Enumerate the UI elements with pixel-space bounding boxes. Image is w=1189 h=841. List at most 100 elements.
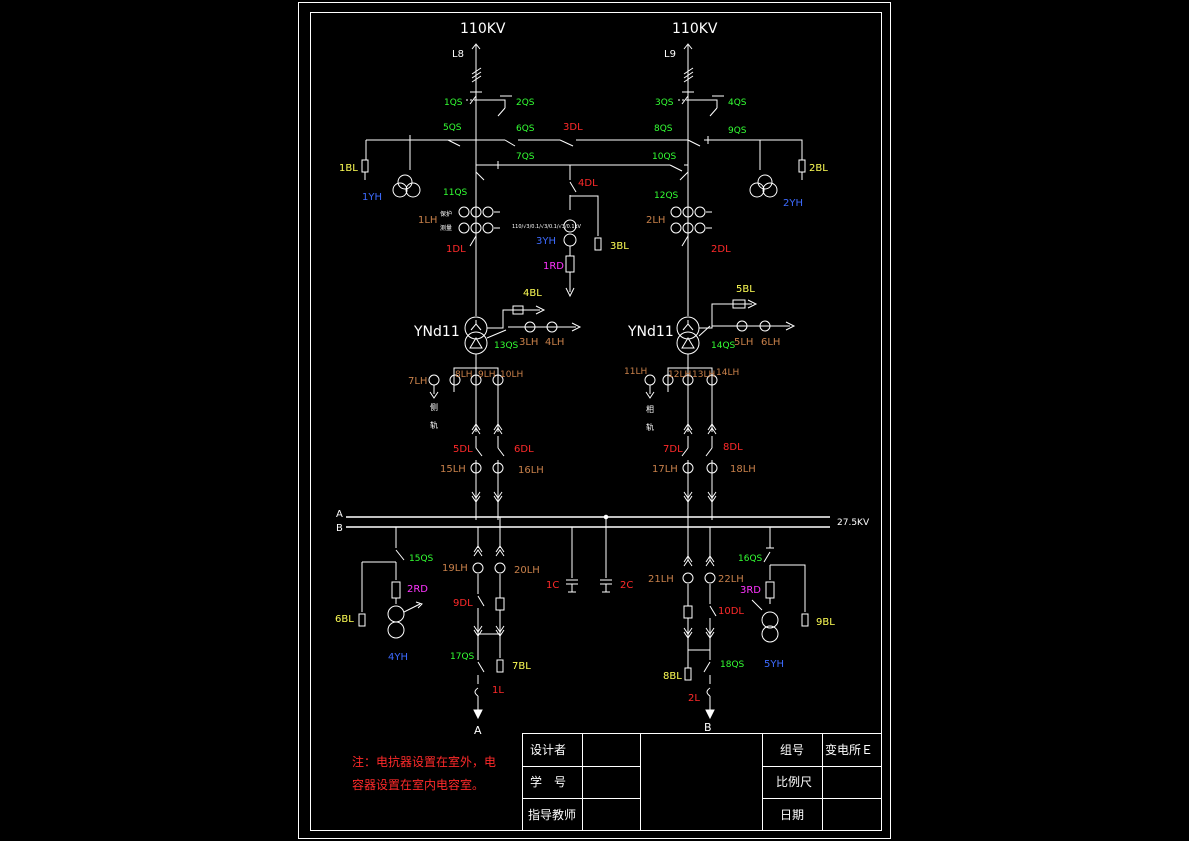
- ct-2lh-group: [670, 190, 712, 280]
- bus-a-label: A: [336, 509, 343, 520]
- vt-3yh-branch: [563, 165, 599, 298]
- label-7dl: 7DL: [663, 444, 683, 455]
- label-4lh: 4LH: [545, 337, 564, 348]
- fuse-3bl: [594, 237, 602, 251]
- label-14lh: 14LH: [716, 368, 739, 378]
- label-7qs: 7QS: [516, 152, 535, 162]
- label-3dl: 3DL: [563, 122, 583, 133]
- label-tx-right: YNd11: [627, 324, 674, 340]
- label-12lh: 12LH: [668, 370, 691, 380]
- label-9qs: 9QS: [728, 126, 747, 136]
- label-4yh: 4YH: [388, 652, 408, 663]
- label-2qs: 2QS: [516, 98, 535, 108]
- label-2bl: 2BL: [809, 163, 828, 174]
- label-9bl: 9BL: [816, 617, 835, 628]
- label-2lh: 2LH: [646, 215, 665, 226]
- label-7bl: 7BL: [512, 661, 531, 672]
- right-incomer: [678, 43, 724, 140]
- small-phase: 相: [646, 404, 654, 414]
- left-secondary: [428, 354, 504, 435]
- fuse-1bl: [361, 159, 369, 180]
- label-10lh: 10LH: [500, 370, 523, 380]
- label-6dl: 6DL: [514, 444, 534, 455]
- title-block: [522, 733, 882, 831]
- label-1rd: 1RD: [543, 261, 564, 272]
- label-5yh: 5YH: [764, 659, 784, 670]
- label-18lh: 18LH: [730, 464, 756, 475]
- tb-scale: 比例尺: [776, 775, 812, 789]
- feeder-a: [472, 517, 506, 720]
- label-1dl: 1DL: [446, 244, 466, 255]
- label-1yh: 1YH: [362, 192, 382, 203]
- label-8lh: 8LH: [455, 370, 473, 380]
- right-secondary: [644, 354, 718, 435]
- label-2yh: 2YH: [783, 198, 803, 209]
- vt-2yh-branch: [749, 139, 803, 198]
- small-rail-right: 轨: [646, 422, 654, 432]
- label-2c: 2C: [620, 580, 633, 591]
- tb-project: 变电所Ｅ: [825, 742, 873, 757]
- bridge-connections: [410, 136, 760, 190]
- label-3qs: 3QS: [655, 98, 674, 108]
- label-13lh: 13LH: [692, 370, 715, 380]
- outer-frame: [298, 2, 891, 839]
- label-10dl: 10DL: [718, 606, 744, 617]
- label-13qs: 13QS: [494, 341, 519, 351]
- tb-designer: 设计者: [530, 743, 566, 757]
- small-side: 侧: [430, 402, 438, 412]
- label-16qs: 16QS: [738, 554, 763, 564]
- label-2dl: 2DL: [711, 244, 731, 255]
- capacitors: [566, 514, 612, 593]
- label-1bl: 1BL: [339, 163, 358, 174]
- transformer-right: [676, 280, 796, 355]
- label-17lh: 17LH: [652, 464, 678, 475]
- label-17qs: 17QS: [450, 652, 475, 662]
- label-14qs: 14QS: [711, 341, 736, 351]
- label-1l: 1L: [492, 685, 504, 696]
- note-line-1: 注：电抗器设置在室外，电: [352, 754, 496, 769]
- label-4dl: 4DL: [578, 178, 598, 189]
- label-22lh: 22LH: [718, 574, 744, 585]
- label-2rd: 2RD: [407, 584, 428, 595]
- label-3yh: 3YH: [536, 236, 556, 247]
- label-2l: 2L: [688, 693, 700, 704]
- vt-1yh-branch: [365, 135, 421, 198]
- voltage-right: 110KV: [672, 21, 718, 37]
- label-5lh: 5LH: [734, 337, 753, 348]
- voltage-left: 110KV: [460, 21, 506, 37]
- label-3bl: 3BL: [610, 241, 629, 252]
- label-5bl: 5BL: [736, 284, 755, 295]
- bus-b-label: B: [336, 523, 343, 534]
- label-16lh: 16LH: [518, 465, 544, 476]
- label-11lh: 11LH: [624, 367, 647, 377]
- tb-student-no: 学 号: [530, 774, 566, 789]
- label-8bl: 8BL: [663, 671, 682, 682]
- label-8qs: 8QS: [654, 124, 673, 134]
- label-19lh: 19LH: [442, 563, 468, 574]
- fuse-6bl: [358, 613, 366, 627]
- small-measure: 测量: [440, 224, 452, 232]
- bus-voltage-label: 27.5KV: [837, 518, 870, 528]
- inner-frame: [310, 12, 882, 831]
- label-12qs: 12QS: [654, 191, 679, 201]
- feeder-b-label: B: [704, 721, 712, 734]
- label-9dl: 9DL: [453, 598, 473, 609]
- label-3lh: 3LH: [519, 337, 538, 348]
- busbars: [346, 516, 830, 528]
- ct-1lh-group: [458, 190, 500, 280]
- feeder-breakers-upper: [470, 436, 718, 520]
- label-4bl: 4BL: [523, 288, 542, 299]
- label-20lh: 20LH: [514, 565, 540, 576]
- label-1c: 1C: [546, 580, 559, 591]
- label-5dl: 5DL: [453, 444, 473, 455]
- label-7lh: 7LH: [408, 376, 427, 387]
- label-15lh: 15LH: [440, 464, 466, 475]
- label-1lh: 1LH: [418, 215, 437, 226]
- label-11qs: 11QS: [443, 188, 468, 198]
- label-21lh: 21LH: [648, 574, 674, 585]
- left-incomer: [466, 43, 512, 140]
- feeder-a-label: A: [474, 724, 482, 737]
- label-8dl: 8DL: [723, 442, 743, 453]
- small-protect: 保护: [440, 210, 452, 218]
- label-10qs: 10QS: [652, 152, 677, 162]
